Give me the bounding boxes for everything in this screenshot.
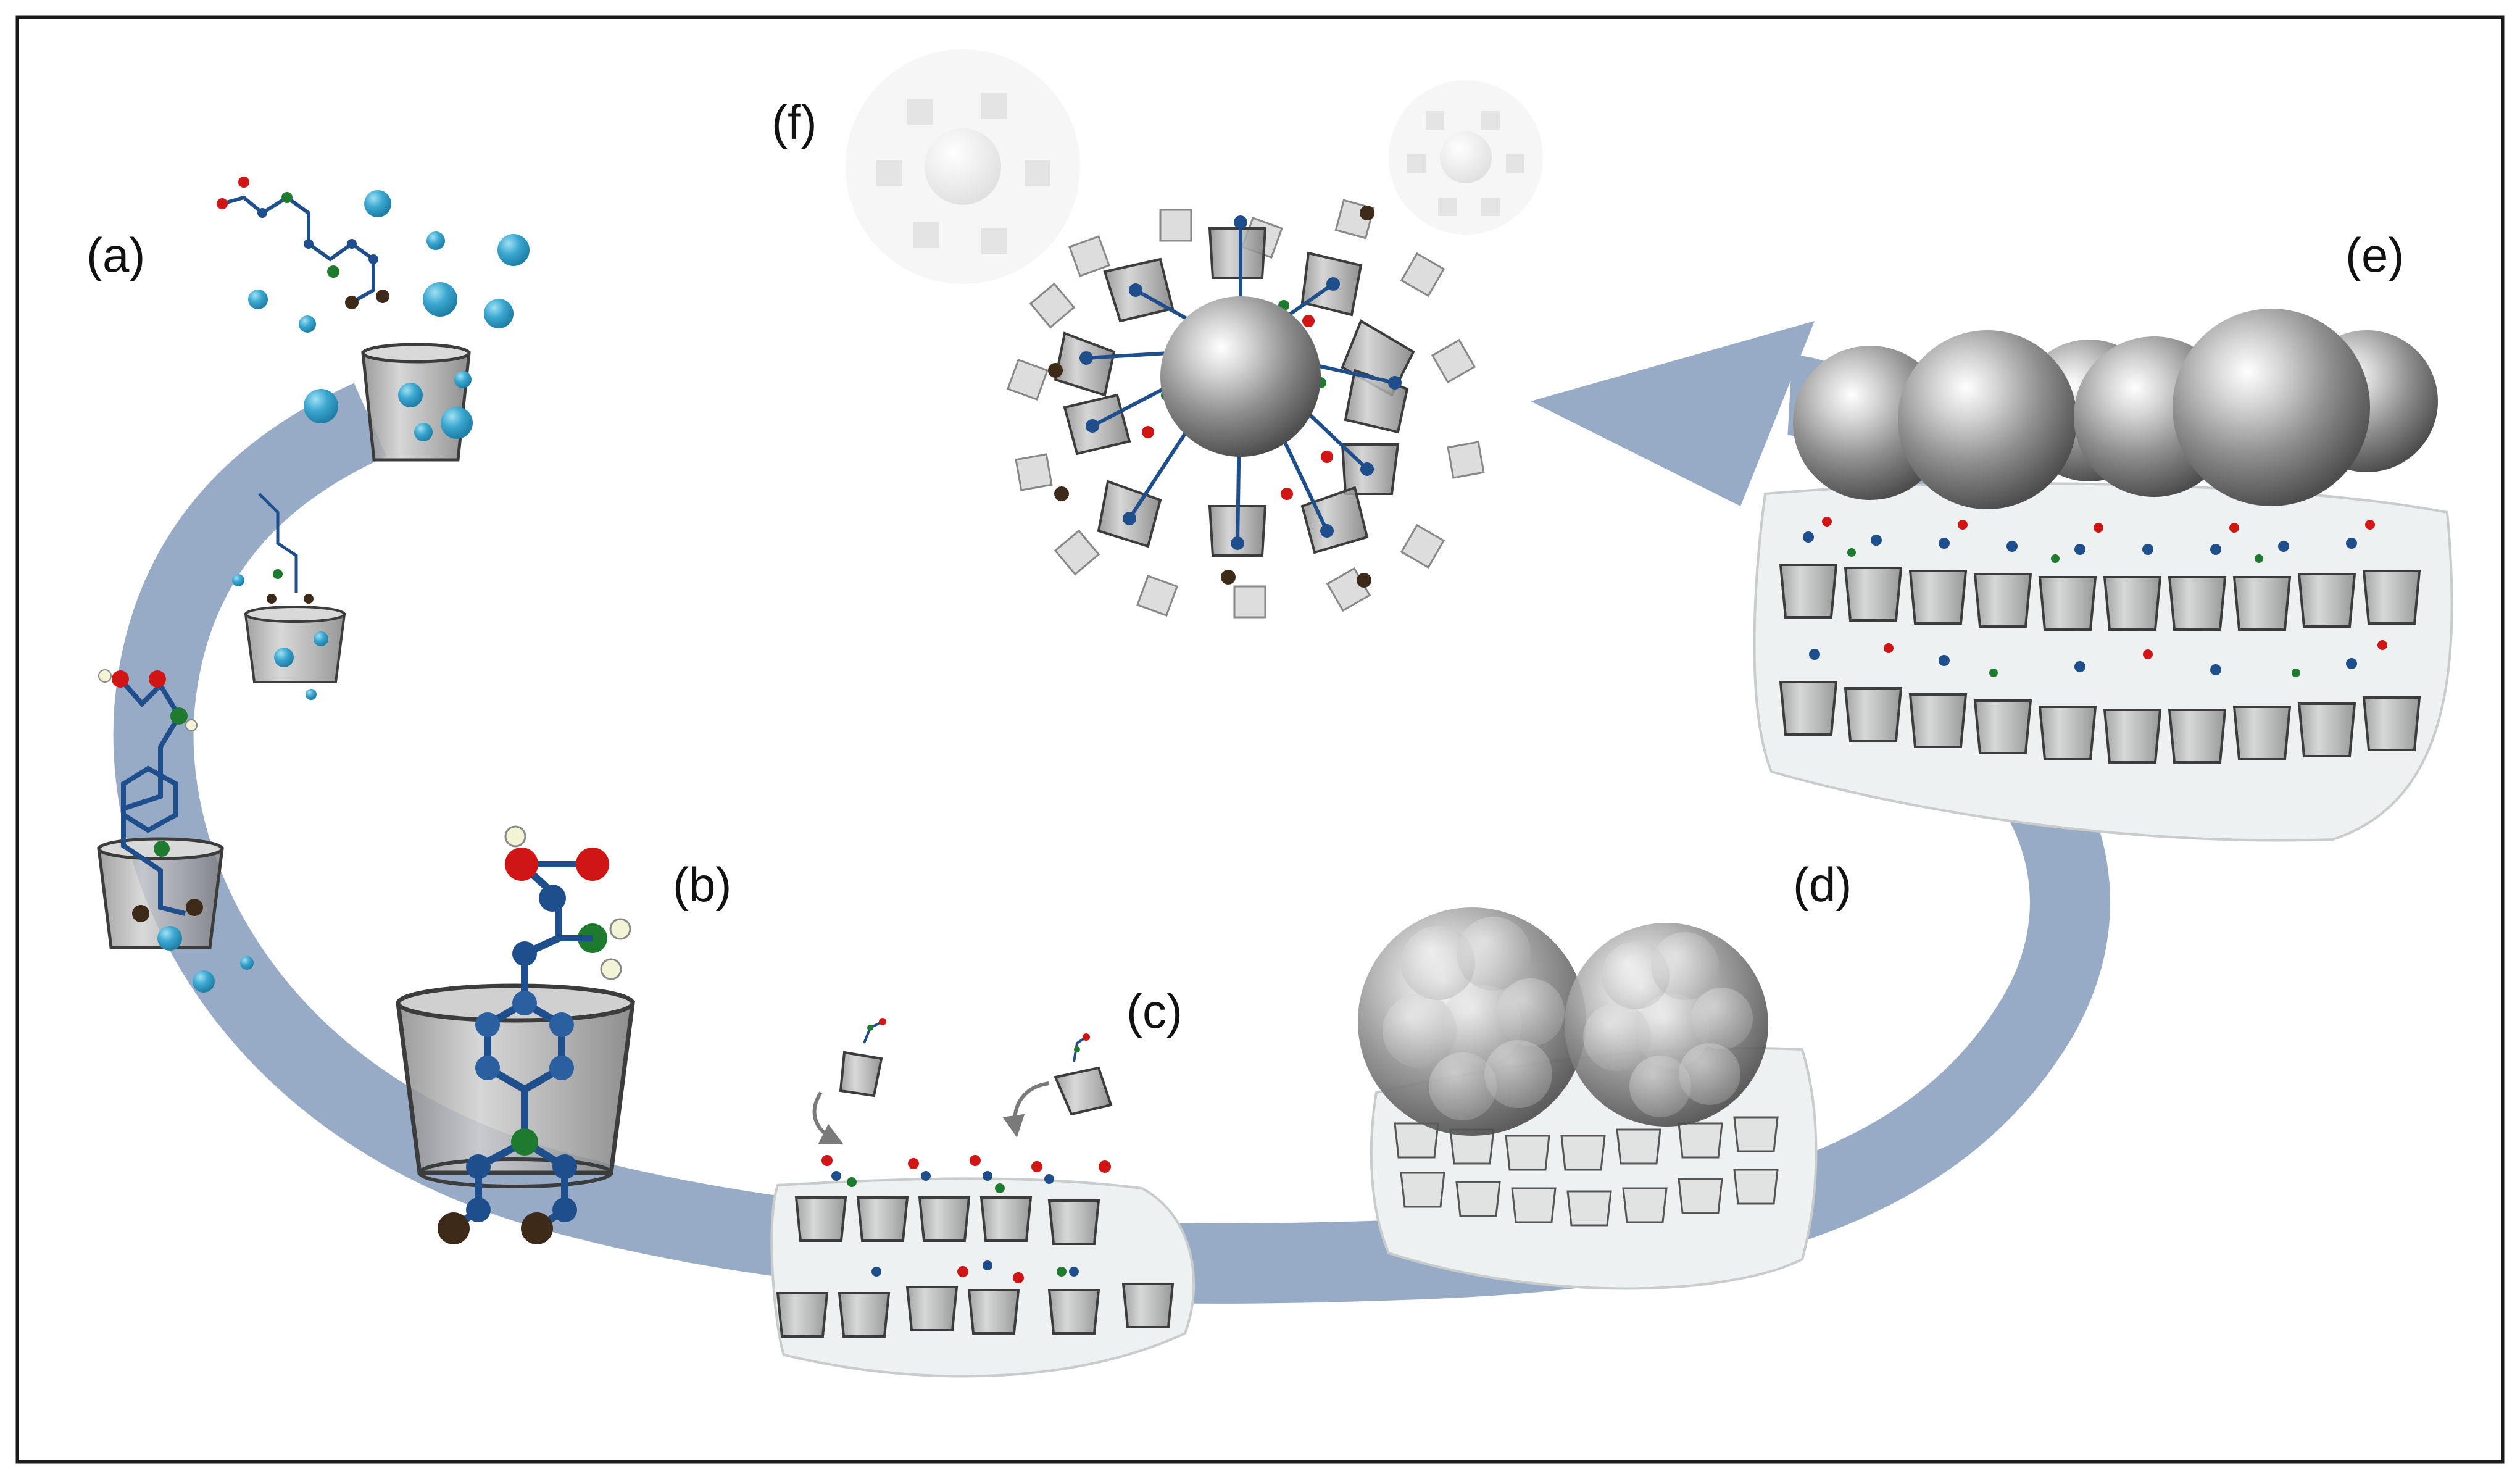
cycle-arrow-head xyxy=(1531,321,1815,506)
panel-label-a: (a) xyxy=(86,228,145,282)
panel-label-e: (e) xyxy=(2345,228,2404,282)
cyclodextrin-cup xyxy=(97,669,254,993)
panel-d-illustration xyxy=(1358,907,1818,1290)
falling-cup xyxy=(1054,1033,1113,1116)
panel-c-illustration xyxy=(770,1018,1196,1378)
cyclodextrin-cup xyxy=(361,343,471,462)
panel-e-illustration xyxy=(1753,309,2453,842)
cup-grid xyxy=(1394,1116,1779,1227)
cup-layer-top xyxy=(794,1196,1100,1245)
panel-label-f: (f) xyxy=(771,95,817,149)
panel-label-b: (b) xyxy=(673,857,731,912)
panel-f-illustration xyxy=(846,49,1543,619)
nanoparticle-layer xyxy=(1793,309,2438,509)
outer-cup-ring xyxy=(1007,199,1485,619)
cyclodextrin-cup xyxy=(232,493,346,700)
guest-atoms xyxy=(1048,206,1402,588)
cup-grid-upper xyxy=(1779,564,2421,631)
water-drops xyxy=(248,190,530,441)
panel-label-c: (c) xyxy=(1126,984,1183,1038)
cup-grid-lower xyxy=(1779,681,2421,764)
central-nanoparticle xyxy=(1160,296,1321,457)
curved-arrow-icon xyxy=(1002,1081,1050,1138)
guest-molecules xyxy=(821,1155,1111,1283)
guest-molecules xyxy=(1803,517,2387,677)
falling-cup xyxy=(839,1018,886,1098)
panel-a-illustration xyxy=(97,177,530,993)
faint-nanoparticle xyxy=(846,49,1080,284)
curved-arrow-icon xyxy=(812,1091,844,1144)
panel-label-d: (d) xyxy=(1793,857,1852,912)
faint-nanoparticle xyxy=(1389,80,1543,235)
panel-b-illustration xyxy=(396,825,635,1244)
guest-molecule xyxy=(217,177,389,309)
cup-layer-bottom xyxy=(776,1283,1175,1338)
